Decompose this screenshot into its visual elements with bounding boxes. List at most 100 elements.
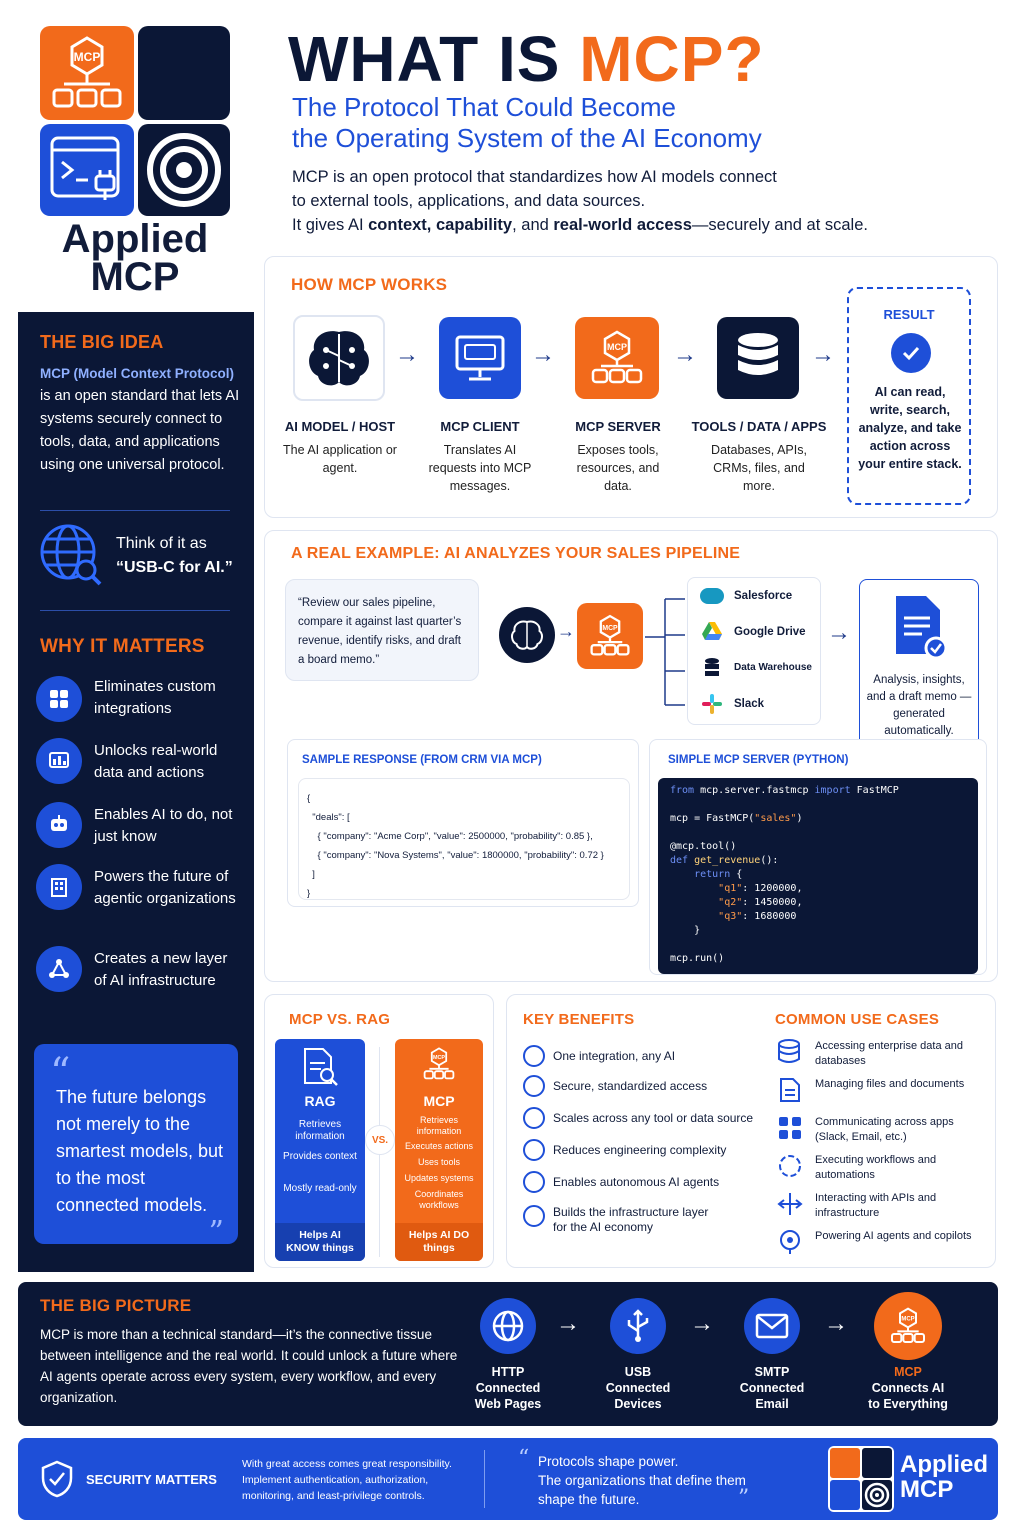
layers-icon [523,1205,545,1227]
footer-quote: Protocols shape power. The organizations… [538,1452,746,1509]
footer-logo-tile [862,1480,892,1510]
salesforce-icon [700,588,724,604]
footer-brand-line2: MCP [900,1476,954,1503]
mcp-item: Coordinates workflows [414,1189,464,1210]
picture-line: SMTP [754,1365,790,1379]
agent-pin-icon [780,1230,800,1254]
source-label: Google Drive [734,626,806,638]
mcp-server-icon: MCP [577,603,643,669]
footer-divider [484,1450,485,1508]
usecase-item: Interacting with APIs and infrastructure [815,1192,937,1219]
gear-icon [523,1139,545,1161]
rag-title: RAG [304,1093,336,1109]
subtitle-line2: the Operating System of the AI Economy [292,123,762,153]
scale-icon [523,1107,545,1129]
data-warehouse-icon [705,658,719,676]
title-part-a: WHAT IS [288,23,580,95]
database-icon [717,317,799,399]
divider [40,610,230,611]
benefit-item: Enables autonomous AI agents [553,1175,720,1189]
svg-text:MCP: MCP [74,50,101,64]
document-search-icon [304,1048,338,1086]
footer-logo-tile [830,1480,860,1510]
why-item-text: Enables AI to do, not just know [94,806,233,845]
intro-3b: context, capability [368,216,513,234]
benefit-item: One integration, any AI [553,1049,676,1063]
usecase-item: Managing files and documents [815,1078,965,1090]
quote-card: “ The future belongs not merely to the s… [34,1044,238,1250]
json-line: { [307,793,311,804]
rag-item: Mostly read-only [283,1183,357,1194]
think-line1: Think of it as [116,535,207,552]
intro-3c: , and [512,216,554,234]
picture-line: HTTP [491,1365,525,1379]
footer-logo-tile [830,1448,860,1478]
json-line: } [307,888,311,899]
rag-item: Provides context [283,1151,357,1162]
mcp-server-icon: MCP [575,317,659,399]
usecase-item: Accessing enterprise data and databases [815,1040,963,1067]
sidebar: THE BIG IDEA MCP (Model Context Protocol… [18,312,254,1272]
result-text: AI can read, write, search, analyze, and… [858,385,962,471]
file-icon [780,1078,800,1102]
example-title: A REAL EXAMPLE: AI ANALYZES YOUR SALES P… [291,545,741,562]
sample-json: { "deals": [ { "company": "Acme Corp", "… [307,789,604,903]
intro-3d: real-world access [553,216,692,234]
divider [40,510,230,511]
close-quote-icon: ” [208,1215,224,1250]
footer-quote-line: The organizations that define them [538,1473,746,1488]
step-label: MCP CLIENT [440,419,520,434]
intro-text: MCP is an open protocol that standardize… [292,165,1012,237]
vs-badge: VS. [365,1125,395,1155]
think-of-it: Think of it as “USB-C for AI.” [116,532,233,580]
page-subtitle: The Protocol That Could Become the Opera… [292,92,762,154]
arrow-right-icon: → [827,619,851,646]
step-desc: Translates AI requests into MCP messages… [428,443,532,493]
code-title: SIMPLE MCP SERVER (PYTHON) [668,754,849,766]
mcp-server-icon: MCP [423,1047,455,1080]
mcp-hex-icon: MCP [52,36,122,108]
step-desc: Exposes tools, resources, and data. [576,443,660,493]
target-icon [864,1482,890,1508]
sample-title: SAMPLE RESPONSE (FROM CRM VIA MCP) [302,754,542,766]
google-drive-icon [702,622,722,640]
puzzle-icon [36,676,82,722]
mcp-vs-rag-card: MCP VS. RAG RAG Retrieves information Pr… [264,994,494,1268]
database-icon [778,1039,800,1063]
how-title: HOW MCP WORKS [291,275,448,294]
agent-icon [523,1171,545,1193]
picture-line: Email [755,1397,789,1411]
intro-line3: It gives AI context, capability, and rea… [292,213,1012,237]
usecase-item: Executing workflows and automations [815,1154,937,1181]
globe-icon [480,1298,536,1354]
check-icon [891,333,931,373]
python-code: from mcp.server.fastmcp import FastMCP m… [670,785,899,964]
real-example-card: A REAL EXAMPLE: AI ANALYZES YOUR SALES P… [264,530,998,982]
picture-line: MCP [894,1365,922,1379]
arrow-right-icon: → [690,1310,714,1337]
why-item-text: Creates a new layer of AI infrastructure [94,950,228,989]
subtitle-line1: The Protocol That Could Become [292,92,676,122]
shield-check-icon [41,1460,73,1498]
json-line: "deals": [ [307,812,350,823]
arrow-right-icon: → [824,1310,848,1337]
security-title: SECURITY MATTERS [86,1472,217,1487]
footer-quote-line: shape the future. [538,1492,640,1507]
prompt-bubble: “Review our sales pipeline, compare it a… [285,579,479,681]
slack-icon [702,694,722,714]
json-line: { "company": "Nova Systems", "value": 18… [307,850,604,861]
picture-line: Connected [605,1381,671,1395]
workflow-cycle-icon [779,1155,801,1177]
think-line2: “USB-C for AI.” [116,559,233,576]
picture-line: Connects AI [871,1381,945,1395]
brand-name-line2: MCP [90,255,180,299]
picture-line: USB [624,1365,652,1379]
robot-icon [36,802,82,848]
close-quote-icon: ” [738,1486,750,1511]
footer-brand: Applied MCP [900,1452,988,1502]
intro-line2: to external tools, applications, and dat… [292,192,646,210]
rag-footer: Helps AI KNOW things [275,1223,365,1261]
building-icon [36,864,82,910]
